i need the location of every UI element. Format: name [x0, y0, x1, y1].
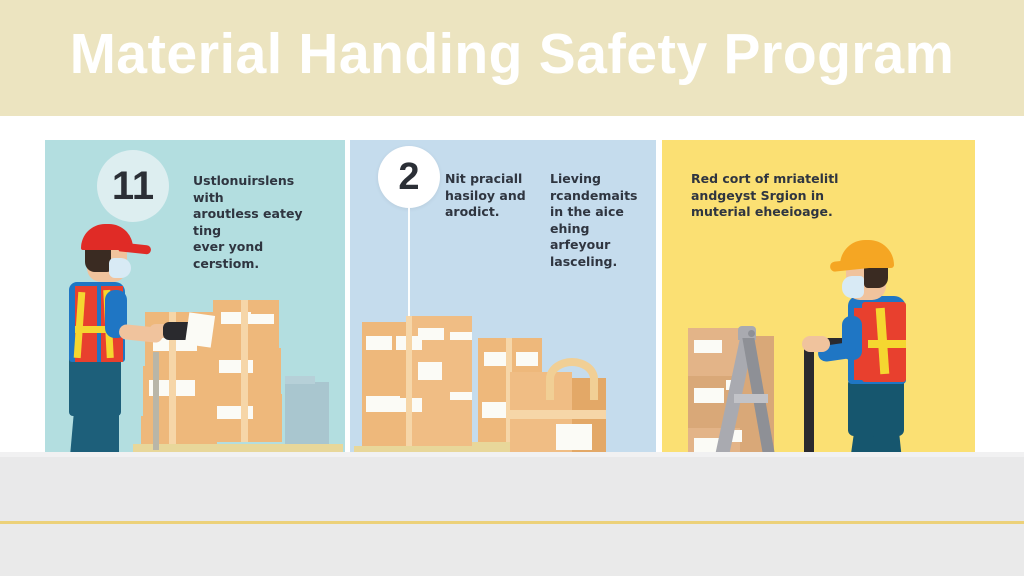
storage-bin-lip	[285, 376, 315, 384]
floor-safety-line	[0, 521, 1024, 524]
panel-step-2: 2 Nit praciall hasiloy and arodict. Liev…	[350, 140, 656, 452]
floor-foreground	[0, 524, 1024, 576]
step-number-2: 2	[398, 155, 420, 198]
panel-step-1: 11 Ustlonuirslens with aroutless eatey t…	[45, 140, 345, 452]
caption-step-2-col1: Nit praciall hasiloy and arodict.	[445, 171, 537, 221]
carton-handle	[546, 358, 598, 400]
caption-step-3: Red cort of mriatelitl andgeyst Srgion i…	[691, 171, 851, 221]
pallet-truck-handle	[153, 352, 159, 450]
caption-line: hasiloy and	[445, 187, 526, 203]
header-band	[0, 0, 1024, 116]
caption-line: Red cort of mriatelitl	[691, 171, 839, 186]
storage-bin	[285, 382, 329, 444]
step-number-1: 11	[111, 163, 155, 208]
caption-line: arfeyour lasceling.	[550, 237, 618, 269]
step-badge-1: 11	[97, 150, 169, 222]
caption-line: muterial eheeioage.	[691, 204, 833, 219]
face-mask	[109, 258, 131, 278]
step-badge-2: 2	[378, 146, 440, 208]
caption-line: Lieving rcandemaits	[550, 171, 638, 203]
floor-highlight	[0, 452, 1024, 457]
caption-line: arodict.	[445, 204, 500, 219]
caption-step-2-col2: Lieving rcandemaits in the aice ehing ar…	[550, 171, 656, 270]
page-title: Material Handing Safety Program	[69, 22, 955, 86]
caption-line: ever yond cerstiom.	[193, 239, 264, 271]
caption-line: Nit praciall	[445, 171, 523, 186]
caption-line: in the aice ehing	[550, 204, 624, 236]
caption-line: Ustlonuirslens with	[193, 173, 295, 205]
caption-line: aroutless eatey ting	[193, 206, 303, 238]
face-mask	[842, 276, 864, 298]
caption-line: andgeyst Srgion in	[691, 187, 825, 203]
panel-step-3: Red cort of mriatelitl andgeyst Srgion i…	[662, 140, 975, 452]
caption-step-1: Ustlonuirslens with aroutless eatey ting…	[193, 173, 328, 272]
hand	[802, 336, 830, 352]
